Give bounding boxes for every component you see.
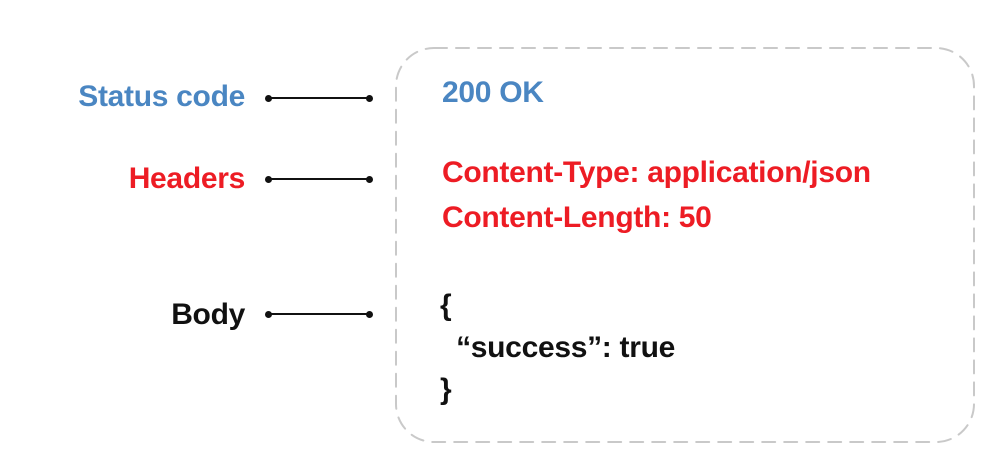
label-status-code: Status code — [78, 80, 245, 113]
response-box-border — [395, 47, 975, 443]
connector-dot — [366, 94, 373, 102]
connector-line — [268, 178, 370, 180]
connector-status-code — [265, 94, 373, 102]
connector-line — [268, 97, 370, 99]
connector-headers — [265, 175, 373, 183]
connector-dot — [366, 175, 373, 183]
response-body-json: { “success”: true } — [440, 285, 675, 411]
connector-dot — [366, 310, 373, 318]
body-close-brace: } — [440, 373, 452, 406]
connector-line — [268, 313, 370, 315]
connector-body — [265, 310, 373, 318]
header-content-length: Content-Length: 50 — [442, 201, 712, 234]
body-open-brace: { — [440, 289, 452, 322]
status-line-text: 200 OK — [442, 76, 544, 109]
response-box: 200 OK Content-Type: application/json Co… — [395, 47, 975, 443]
header-content-type: Content-Type: application/json — [442, 156, 871, 189]
label-headers: Headers — [128, 162, 246, 195]
body-success-property: “success”: true — [440, 331, 676, 364]
label-body: Body — [171, 298, 245, 331]
